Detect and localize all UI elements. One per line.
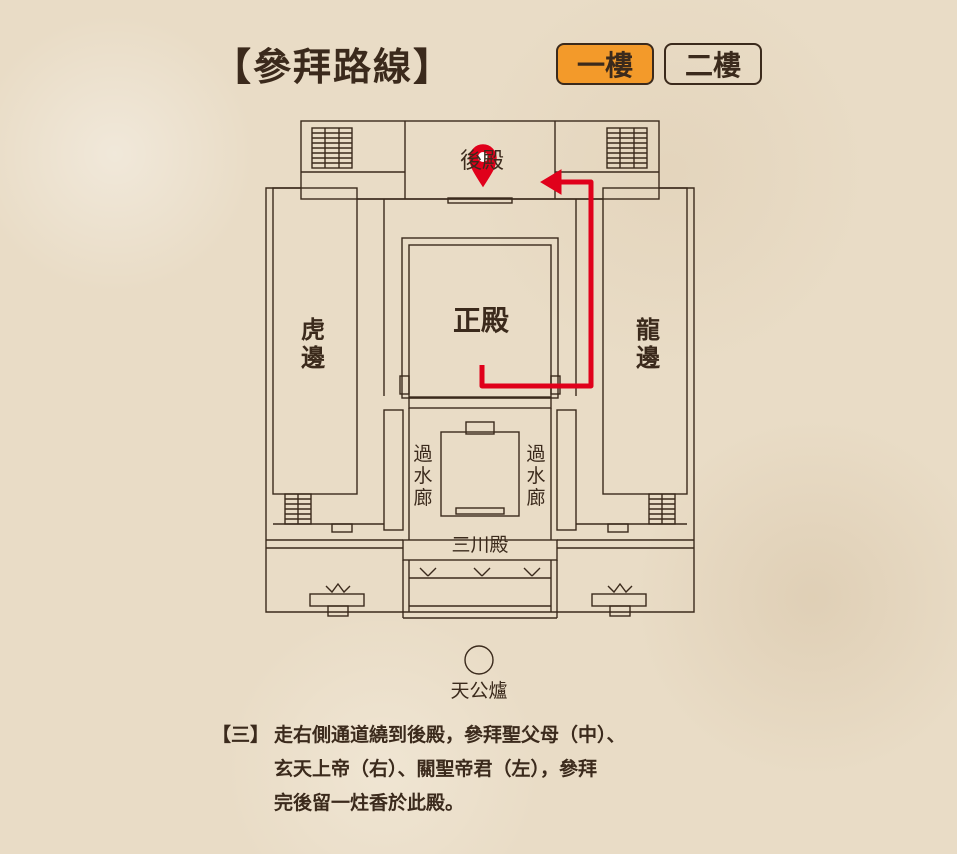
incense-stand-left — [309, 582, 365, 617]
stairs-top-right — [606, 127, 648, 169]
corridor-left-label-2: 水 — [413, 465, 432, 487]
rear-hall-door — [447, 197, 513, 204]
step-line-2: 玄天上帝（右）、關聖帝君（左），參拜 — [274, 758, 598, 780]
stairs-bottom-left — [284, 493, 312, 525]
route-path — [479, 179, 594, 389]
corridor-right-wall — [556, 409, 577, 531]
rear-hall-label: 後殿 — [460, 149, 504, 174]
step-marker: 【三】 — [212, 724, 270, 746]
corridor-left-label-3: 廊 — [413, 487, 432, 509]
step-line-3: 完後留一炷香於此殿。 — [274, 792, 465, 814]
stairs-top-left — [311, 127, 353, 169]
stairs-bottom-right — [648, 493, 676, 525]
floor-2-tab[interactable]: 二樓 — [664, 43, 762, 85]
front-hall-label: 三川殿 — [451, 534, 508, 556]
tiger-side-building — [272, 187, 358, 495]
dragon-side-label-1: 龍 — [636, 316, 660, 344]
floor-1-tab[interactable]: 一樓 — [556, 43, 654, 85]
corridor-right-label-3: 廊 — [526, 487, 545, 509]
incense-stand-right — [591, 582, 647, 617]
dragon-side-building — [602, 187, 688, 495]
outer-wall — [265, 187, 695, 613]
front-doors — [419, 567, 541, 577]
incense-burner-label: 天公爐 — [450, 680, 507, 702]
tiger-side-label-1: 虎 — [301, 316, 325, 344]
incense-burner-icon — [464, 645, 494, 675]
corridor-right-label-2: 水 — [526, 465, 545, 487]
step-description: 【三】走右側通道繞到後殿，參拜聖父母（中）、 玄天上帝（右）、關聖帝君（左），參… — [212, 718, 772, 820]
corridor-right-label-1: 過 — [526, 443, 545, 465]
main-hall-label: 正殿 — [453, 304, 509, 337]
corridor-left-wall — [383, 409, 404, 531]
step-line-1: 走右側通道繞到後殿，參拜聖父母（中）、 — [274, 724, 626, 746]
page-title: 【參拜路線】 — [213, 45, 454, 89]
location-pin-icon — [469, 144, 497, 188]
corridor-left-label-1: 過 — [413, 443, 432, 465]
inner-courtyard — [440, 431, 520, 517]
route-arrow-icon — [540, 169, 562, 195]
front-hall-outline — [402, 539, 558, 561]
dragon-side-label-2: 邊 — [636, 344, 660, 372]
tiger-side-label-2: 邊 — [301, 344, 325, 372]
